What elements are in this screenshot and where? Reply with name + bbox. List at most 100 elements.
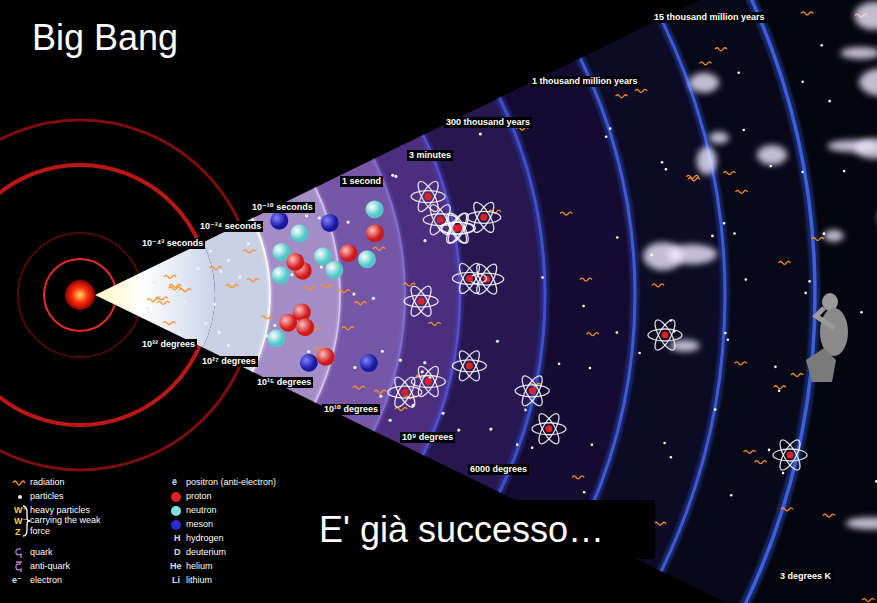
- nucleon-ball: [339, 244, 357, 262]
- electron-orbit: [648, 329, 682, 341]
- particle-dot: [204, 322, 207, 325]
- nucleon-ball: [358, 250, 376, 268]
- star-dot: [558, 363, 561, 366]
- star-dot: [516, 443, 519, 446]
- legend-swatch: [171, 506, 181, 516]
- legend-text: lithium: [186, 575, 212, 585]
- thinker-statue: [806, 293, 848, 382]
- radiation-squiggle: [342, 327, 354, 330]
- particle-dot: [320, 265, 323, 268]
- time-label: 15 thousand million years: [652, 12, 767, 23]
- legend-text: positron (anti-electron): [186, 477, 276, 487]
- star-dot: [670, 456, 673, 459]
- band-glow: [661, 19, 725, 571]
- radiation-squiggle: [210, 266, 222, 269]
- galaxy-blob: [824, 230, 844, 242]
- legend-item: proton: [186, 491, 212, 501]
- particle-dot: [290, 273, 293, 276]
- title-text: Big Bang: [32, 17, 178, 58]
- legend-text: neutron: [186, 505, 217, 515]
- electron-orbit: [452, 272, 486, 284]
- electron-orbit: [414, 179, 441, 214]
- atom-symbol: [515, 373, 549, 408]
- star-dot: [804, 292, 807, 295]
- nucleon-ball: [286, 253, 304, 271]
- radiation-squiggle: [735, 362, 747, 365]
- nucleon-ball: [272, 266, 290, 284]
- caption-box: E' già successo…: [305, 500, 655, 559]
- electron-orbit: [776, 437, 803, 472]
- radiation-squiggle: [320, 285, 332, 288]
- legend-text: heavy particles carrying the weak force: [30, 505, 110, 536]
- star-dot: [768, 449, 771, 452]
- nucleon-ball: [317, 348, 335, 366]
- radiation-squiggle: [303, 287, 315, 290]
- legend-item: lithium: [186, 575, 212, 585]
- legend-symbol-letter: D: [172, 547, 183, 558]
- particle-dot: [347, 221, 350, 224]
- star-dot: [582, 305, 585, 308]
- legend-item: neutron: [186, 505, 217, 515]
- radiation-squiggle: [353, 386, 365, 389]
- electron-orbit: [445, 210, 472, 245]
- electron-orbit: [456, 348, 483, 383]
- electron-orbit: [519, 373, 546, 408]
- legend-symbol-letter: Z: [13, 527, 23, 538]
- atom-nucleus: [401, 389, 408, 396]
- radiation-squiggle: [862, 599, 874, 602]
- particle-dot: [353, 366, 356, 369]
- legend-text: hydrogen: [186, 533, 224, 543]
- big-bang-core: [65, 280, 95, 310]
- atom-symbol: [388, 374, 422, 409]
- legend-symbol-letter: Li: [170, 575, 182, 586]
- electron-orbit: [776, 437, 803, 472]
- star-dot: [730, 494, 733, 497]
- particle-dot: [372, 297, 375, 300]
- star-dot: [808, 280, 811, 283]
- star-dot: [665, 168, 668, 171]
- galaxy-blob: [670, 340, 700, 352]
- electron-orbit: [456, 348, 483, 383]
- particle-dot: [219, 270, 222, 273]
- legend-item: helium: [186, 561, 213, 571]
- atom-symbol: [441, 210, 475, 245]
- star-dot: [724, 332, 727, 335]
- star-dot: [737, 71, 740, 74]
- nucleon-ball: [366, 200, 384, 218]
- atom-symbol: [404, 283, 438, 318]
- galaxy-blob: [859, 68, 877, 96]
- particle-dot: [227, 344, 230, 347]
- radiation-squiggle: [654, 522, 666, 525]
- star-dot: [733, 232, 736, 235]
- atom-nucleus: [437, 216, 444, 223]
- time-label: 1 thousand million years: [530, 76, 640, 87]
- electron-orbit: [452, 360, 486, 372]
- electron-orbit: [415, 364, 442, 399]
- particle-dot: [307, 350, 310, 353]
- time-label: 10⁻³⁴ seconds: [198, 221, 263, 232]
- nucleon-ball: [296, 318, 314, 336]
- electron-orbit: [456, 261, 483, 296]
- electron-orbit: [391, 374, 418, 409]
- electron-orbit: [391, 374, 418, 409]
- caption-text: E' già successo…: [319, 509, 604, 550]
- electron-orbit: [535, 411, 562, 446]
- particle-dot: [147, 310, 150, 313]
- particle-dot: [218, 331, 221, 334]
- band-boundary: [580, 58, 635, 531]
- star-dot: [605, 135, 608, 138]
- star-dot: [723, 222, 726, 225]
- particle-dot: [318, 216, 321, 219]
- galaxy-blob: [667, 244, 717, 264]
- particle-dot: [183, 286, 186, 289]
- star-dot: [650, 254, 653, 257]
- radiation-squiggle: [572, 476, 584, 479]
- electron-orbit: [407, 283, 434, 318]
- atom-nucleus: [466, 275, 473, 282]
- atom-nucleus: [787, 452, 794, 459]
- legend-text: deuterium: [186, 547, 226, 557]
- radiation-squiggle: [635, 89, 647, 92]
- atom-symbol: [467, 200, 501, 235]
- atom-symbol: [773, 437, 807, 472]
- particle-dot: [146, 307, 149, 310]
